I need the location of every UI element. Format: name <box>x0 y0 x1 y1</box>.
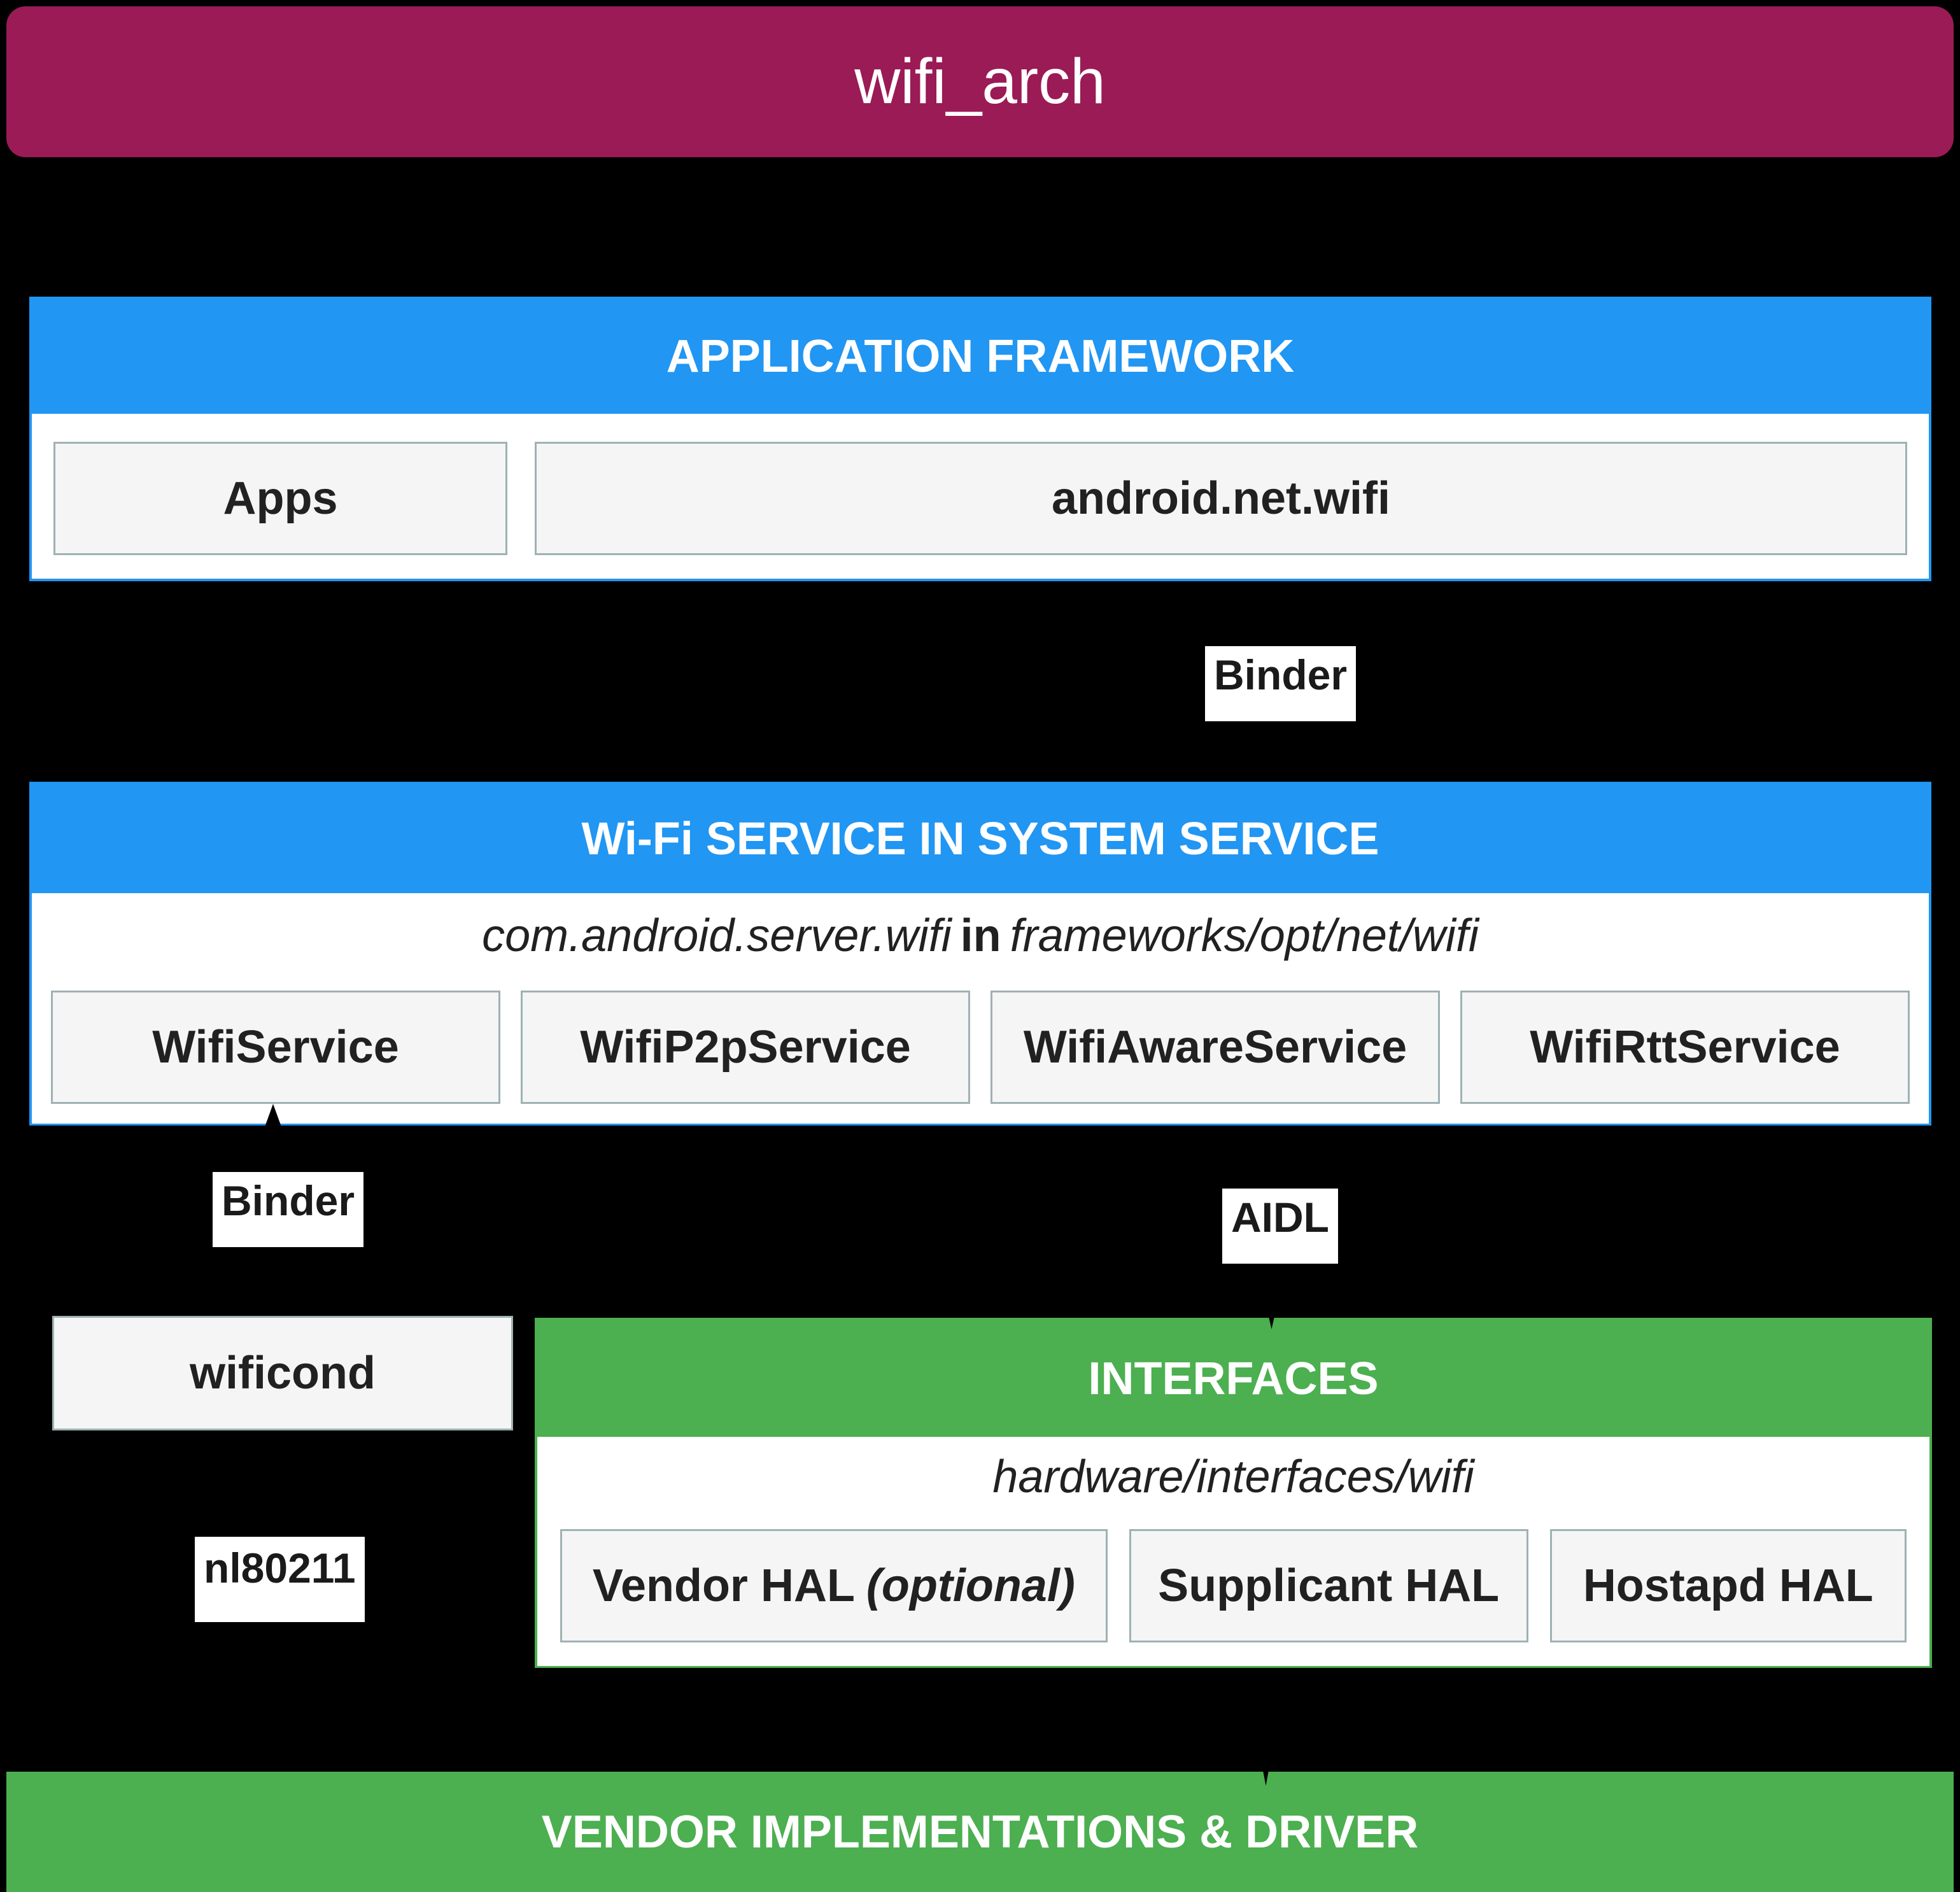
application-framework-body: Apps android.net.wifi <box>32 414 1929 579</box>
interfaces-boxes: Vendor HAL (optional) Supplicant HAL Hos… <box>560 1528 1907 1642</box>
node-wifiservice: WifiService <box>51 990 500 1104</box>
interfaces-path-text: hardware/interfaces/wifi <box>992 1451 1474 1502</box>
arrowhead-up-wifiservice <box>265 1104 281 1127</box>
application-framework-boxes: Apps android.net.wifi <box>53 442 1907 555</box>
node-wificond: wificond <box>52 1316 513 1430</box>
wifi-service-path-conjunction: in <box>960 910 1001 961</box>
node-wifip2pservice-label: WifiP2pService <box>580 1021 911 1073</box>
node-vendor-hal-optional: (optional) <box>866 1560 1075 1611</box>
application-framework-header: APPLICATION FRAMEWORK <box>32 299 1929 414</box>
wifi-service-boxes: WifiService WifiP2pService WifiAwareServ… <box>51 990 1910 1104</box>
node-vendor-hal: Vendor HAL (optional) <box>560 1528 1108 1642</box>
interfaces-body: hardware/interfaces/wifi Vendor HAL (opt… <box>537 1437 1929 1666</box>
edge-label-binder-top-text: Binder <box>1214 651 1348 698</box>
interfaces-header: INTERFACES <box>537 1320 1929 1437</box>
node-wificond-label: wificond <box>190 1348 376 1399</box>
node-vendor-hal-label: Vendor HAL <box>592 1560 855 1611</box>
node-wifirttservice-label: WifiRttService <box>1530 1021 1840 1073</box>
arrowhead-down-interfaces <box>1269 1317 1274 1329</box>
wifi-service-header-label: Wi-Fi SERVICE IN SYSTEM SERVICE <box>581 813 1379 865</box>
node-wifirttservice: WifiRttService <box>1460 990 1910 1104</box>
section-interfaces: INTERFACES hardware/interfaces/wifi Vend… <box>535 1318 1932 1668</box>
node-wifiawareservice: WifiAwareService <box>991 990 1440 1104</box>
edge-label-nl80211: nl80211 <box>195 1537 365 1622</box>
section-wifi-service: Wi-Fi SERVICE IN SYSTEM SERVICE com.andr… <box>29 782 1931 1126</box>
section-vendor-implementations: VENDOR IMPLEMENTATIONS & DRIVER <box>6 1772 1954 1892</box>
node-android-net-wifi: android.net.wifi <box>535 442 1907 555</box>
node-wifip2pservice: WifiP2pService <box>521 990 970 1104</box>
diagram-title-bar: wifi_arch <box>6 6 1954 157</box>
interfaces-header-label: INTERFACES <box>1088 1353 1379 1404</box>
wifi-service-path-suffix: frameworks/opt/net/wifi <box>1010 910 1479 961</box>
edge-label-aidl-text: AIDL <box>1231 1194 1329 1241</box>
node-wifiawareservice-label: WifiAwareService <box>1023 1021 1407 1073</box>
node-apps: Apps <box>53 442 507 555</box>
wifi-service-path-prefix: com.android.server.wifi <box>482 910 952 961</box>
node-android-net-wifi-label: android.net.wifi <box>1052 473 1390 524</box>
node-hostapd-hal-label: Hostapd HAL <box>1583 1560 1873 1611</box>
node-wifiservice-label: WifiService <box>152 1021 399 1073</box>
edge-label-aidl: AIDL <box>1222 1189 1338 1264</box>
application-framework-header-label: APPLICATION FRAMEWORK <box>666 331 1295 382</box>
wifi-service-header: Wi-Fi SERVICE IN SYSTEM SERVICE <box>32 784 1929 893</box>
node-supplicant-hal-label: Supplicant HAL <box>1158 1560 1500 1611</box>
vendor-implementations-label: VENDOR IMPLEMENTATIONS & DRIVER <box>541 1806 1419 1858</box>
edge-label-binder-top: Binder <box>1205 646 1357 721</box>
interfaces-path-line: hardware/interfaces/wifi <box>560 1451 1907 1504</box>
node-hostapd-hal: Hostapd HAL <box>1549 1528 1907 1642</box>
node-supplicant-hal: Supplicant HAL <box>1129 1528 1528 1642</box>
edge-label-binder-left: Binder <box>213 1172 364 1247</box>
section-application-framework: APPLICATION FRAMEWORK Apps android.net.w… <box>29 297 1931 581</box>
diagram-title: wifi_arch <box>854 46 1106 117</box>
node-apps-label: Apps <box>223 473 338 524</box>
edge-label-binder-left-text: Binder <box>222 1177 355 1224</box>
arrowhead-down-vendor <box>1263 1770 1269 1786</box>
edge-label-nl80211-text: nl80211 <box>204 1544 356 1592</box>
